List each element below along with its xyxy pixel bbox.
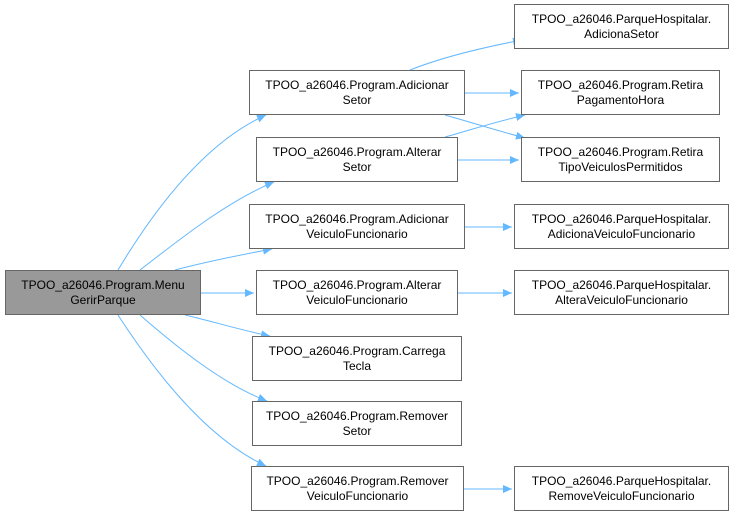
node-label-line: TPOO_a26046.Program.Remover (266, 473, 449, 488)
node-ph-altera-veiculo-funcionario[interactable]: TPOO_a26046.ParqueHospitalar. AlteraVeic… (514, 270, 729, 315)
node-label-line: Setor (342, 423, 372, 438)
edge-root-to-alterar_setor (139, 181, 275, 271)
node-label-line: TPOO_a26046.ParqueHospitalar. (531, 473, 712, 488)
node-menu-gerir-parque[interactable]: TPOO_a26046.Program.Menu GerirParque (5, 270, 201, 315)
node-label-line: TPOO_a26046.ParqueHospitalar. (531, 11, 712, 26)
edge-adicionar_setor-to-ph_adiciona_setor (409, 37, 523, 71)
node-retira-pagamento-hora[interactable]: TPOO_a26046.Program.Retira PagamentoHora (521, 70, 720, 115)
node-label-line: TPOO_a26046.Program.Retira (537, 144, 704, 159)
node-label-line: Setor (342, 159, 372, 174)
node-label-line: VeiculoFuncionario (306, 488, 409, 503)
node-label-line: TPOO_a26046.Program.Adicionar (265, 211, 449, 226)
node-alterar-veiculo-funcionario[interactable]: TPOO_a26046.Program.Alterar VeiculoFunci… (256, 270, 458, 315)
node-label-line: VeiculoFuncionario (306, 226, 408, 241)
node-label-line: Setor (342, 92, 372, 107)
node-label-line: AdicionaSetor (584, 26, 659, 41)
node-label-line: AlteraVeiculoFuncionario (555, 292, 688, 307)
edge-alterar_setor-to-retira_pagamento_hora (444, 113, 526, 138)
node-ph-adiciona-setor[interactable]: TPOO_a26046.ParqueHospitalar. AdicionaSe… (514, 4, 729, 49)
node-label-line: TipoVeiculosPermitidos (558, 159, 683, 174)
node-label-line: TPOO_a26046.Program.Remover (265, 408, 449, 423)
node-label-line: TPOO_a26046.Program.Adicionar (265, 77, 449, 92)
node-label-line: AdicionaVeiculoFuncionario (547, 226, 696, 241)
node-adicionar-veiculo-funcionario[interactable]: TPOO_a26046.Program.Adicionar VeiculoFun… (249, 204, 465, 249)
node-label-line: TPOO_a26046.ParqueHospitalar. (531, 211, 712, 226)
edge-root-to-remover_setor (139, 314, 268, 402)
node-label-line: TPOO_a26046.Program.Alterar (272, 277, 442, 292)
node-ph-adiciona-veiculo-funcionario[interactable]: TPOO_a26046.ParqueHospitalar. AdicionaVe… (514, 204, 729, 249)
edge-root-to-remover_veiculo_func (117, 314, 267, 467)
node-label-line: Tecla (342, 358, 371, 373)
node-alterar-setor[interactable]: TPOO_a26046.Program.Alterar Setor (256, 137, 458, 182)
node-label-line: TPOO_a26046.Program.Alterar (272, 144, 442, 159)
node-retira-tipo-veiculos-permitidos[interactable]: TPOO_a26046.Program.Retira TipoVeiculosP… (521, 137, 720, 182)
node-carrega-tecla[interactable]: TPOO_a26046.Program.Carrega Tecla (252, 336, 462, 381)
node-label-line: GerirParque (70, 292, 136, 307)
node-ph-remove-veiculo-funcionario[interactable]: TPOO_a26046.ParqueHospitalar. RemoveVeic… (514, 466, 729, 511)
node-label-line: TPOO_a26046.Program.Retira (537, 77, 704, 92)
node-label-line: TPOO_a26046.Program.Carrega (268, 343, 446, 358)
node-remover-veiculo-funcionario[interactable]: TPOO_a26046.Program.Remover VeiculoFunci… (251, 466, 464, 511)
node-label-line: RemoveVeiculoFuncionario (548, 488, 695, 503)
node-adicionar-setor[interactable]: TPOO_a26046.Program.Adicionar Setor (249, 70, 465, 115)
edge-root-to-carrega_tecla (184, 314, 271, 339)
node-remover-setor[interactable]: TPOO_a26046.Program.Remover Setor (252, 401, 462, 446)
node-label-line: VeiculoFuncionario (306, 292, 408, 307)
node-label-line: TPOO_a26046.Program.Menu (21, 277, 185, 292)
node-label-line: PagamentoHora (576, 92, 665, 107)
node-label-line: TPOO_a26046.ParqueHospitalar. (531, 277, 712, 292)
edge-root-to-adicionar_veiculo_func (174, 246, 273, 271)
edge-root-to-adicionar_setor (117, 114, 267, 271)
